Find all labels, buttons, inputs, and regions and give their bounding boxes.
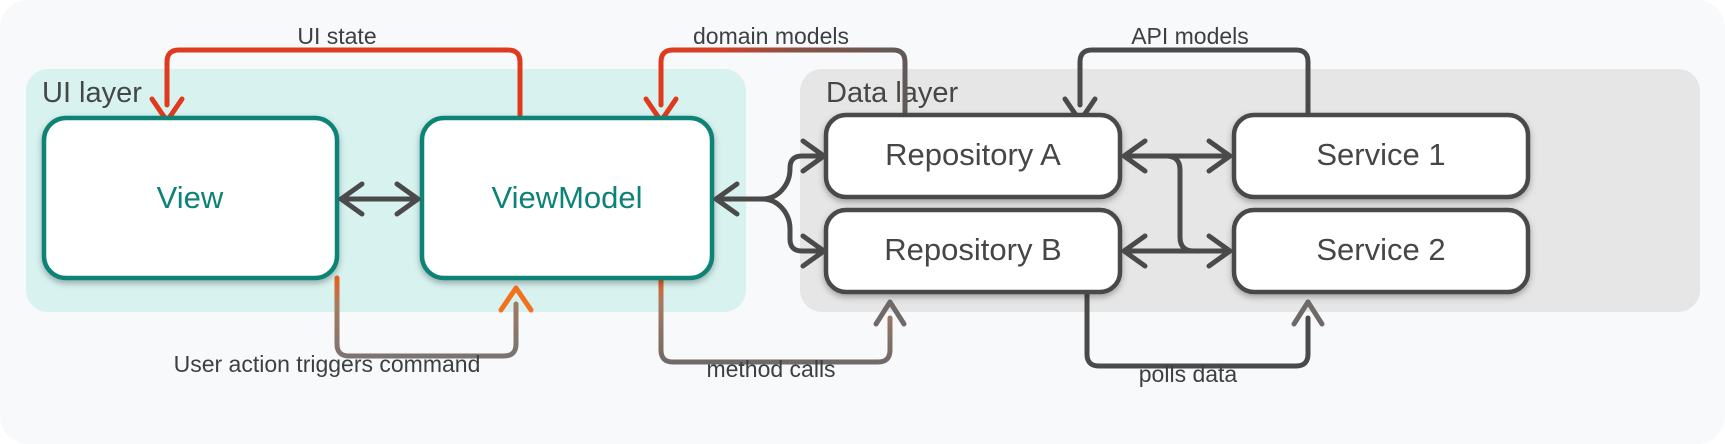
edge-repo-a-service-1 (1121, 138, 1233, 174)
edge-viewmodel-repositories (713, 138, 827, 269)
edge-user-action-label: User action triggers command (174, 351, 481, 377)
edge-service-vertical-link-path (1163, 153, 1197, 254)
node-service-1-box[interactable] (1231, 112, 1531, 200)
node-service-2[interactable]: Service 2 (1231, 207, 1531, 295)
edge-polls-data-label: polls data (1139, 361, 1238, 387)
edge-repo-b-service-2 (1121, 233, 1233, 269)
edge-user-action-arrowhead (498, 285, 534, 313)
edge-ui-state-path (164, 47, 523, 131)
node-service-2-label: Service 2 (1316, 232, 1445, 267)
edge-method-calls-label: method calls (706, 356, 835, 382)
edge-api-models-label: API models (1131, 23, 1249, 49)
edge-repo-a-service-1-arrowhead-right (1206, 138, 1233, 174)
edge-repo-a-service-1-arrowhead-left (1121, 138, 1148, 174)
edge-method-calls-path (658, 275, 893, 365)
data-layer-label: Data layer (826, 77, 959, 109)
ui-layer-label: UI layer (42, 77, 142, 109)
edge-viewmodel-repository-b-path (719, 196, 821, 254)
edge-api-models: API models (1062, 23, 1311, 124)
edge-view-viewmodel-arrowhead-right (394, 181, 421, 217)
node-view[interactable]: View (41, 115, 340, 281)
edge-polls-data-path (1084, 289, 1311, 369)
node-viewmodel-label: ViewModel (491, 180, 642, 215)
edge-service-vertical-link (1163, 153, 1197, 254)
edge-api-models-path (1077, 47, 1311, 123)
edge-view-viewmodel-arrowhead-left (338, 181, 365, 217)
edge-ui-state: UI state (149, 23, 523, 131)
edge-ui-state-label: UI state (297, 23, 376, 49)
edge-polls-data: polls data (1084, 289, 1325, 387)
edge-repo-b-service-2-arrowhead-left (1121, 233, 1148, 269)
node-viewmodel-box[interactable] (419, 115, 715, 281)
edge-polls-data-arrowhead (1291, 299, 1325, 327)
edge-repo-b-service-2-arrowhead-right (1206, 233, 1233, 269)
node-view-box[interactable] (41, 115, 340, 281)
edge-domain-models-path (658, 47, 908, 123)
edge-repository-a-arrowhead (800, 138, 827, 174)
edge-domain-models-label: domain models (693, 23, 849, 49)
edge-method-calls: method calls (658, 275, 907, 382)
edge-repository-b-arrowhead (800, 233, 827, 269)
node-service-1[interactable]: Service 1 (1231, 112, 1531, 200)
edge-viewmodel-repositories-arrowhead-in (713, 181, 740, 217)
node-repository-b[interactable]: Repository B (823, 207, 1123, 295)
node-repository-b-label: Repository B (884, 232, 1061, 267)
node-repository-a-label: Repository A (885, 137, 1061, 172)
node-service-1-label: Service 1 (1316, 137, 1445, 172)
edge-user-action: User action triggers command (174, 275, 534, 377)
node-viewmodel[interactable]: ViewModel (419, 115, 715, 281)
node-view-label: View (157, 180, 224, 215)
edge-method-calls-arrowhead (873, 299, 907, 327)
edge-domain-models: domain models (643, 23, 908, 124)
edge-user-action-path (334, 275, 519, 359)
node-service-2-box[interactable] (1231, 207, 1531, 295)
node-repository-a[interactable]: Repository A (823, 112, 1123, 200)
edge-view-viewmodel (338, 181, 421, 217)
edge-viewmodel-repository-a-path (719, 153, 821, 202)
